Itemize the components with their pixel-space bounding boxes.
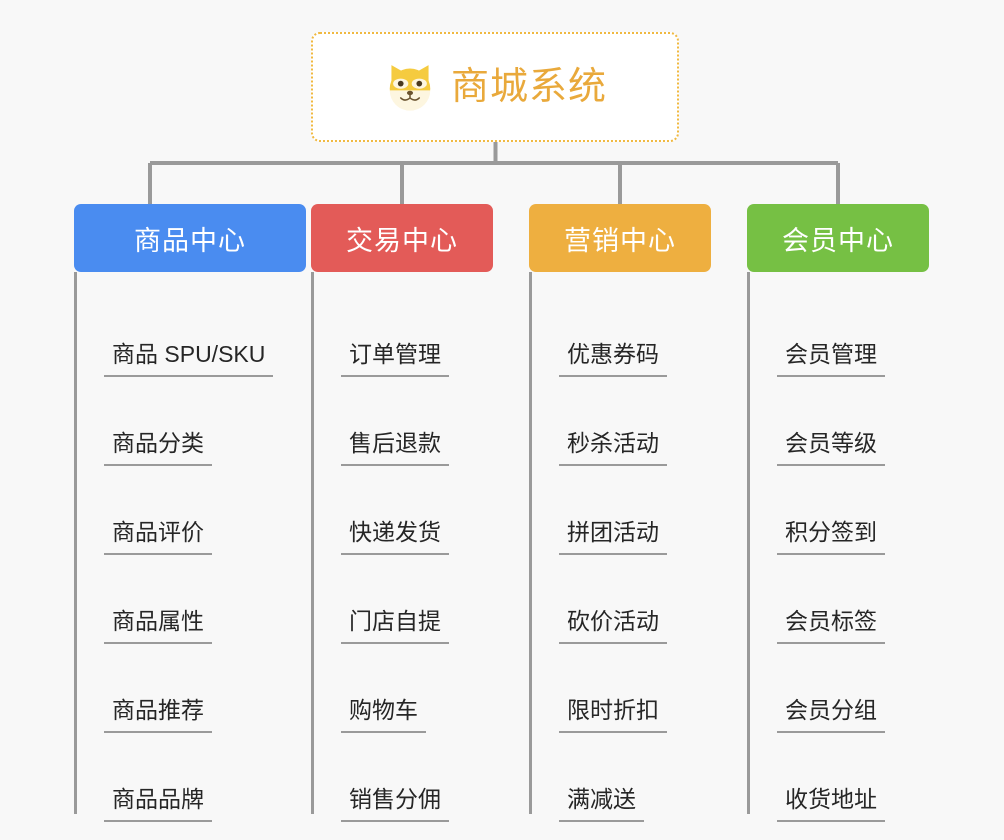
branch-spine-1 xyxy=(311,272,314,814)
leaf-item[interactable]: 满减送 xyxy=(529,733,711,822)
leaf-item[interactable]: 会员管理 xyxy=(747,288,929,377)
category-label-2: 营销中心 xyxy=(564,225,676,256)
leaf-item[interactable]: 售后退款 xyxy=(311,377,493,466)
leaf-label: 商品推荐 xyxy=(104,697,212,733)
leaf-item[interactable]: 购物车 xyxy=(311,644,493,733)
category-header-2[interactable]: 营销中心 xyxy=(529,204,711,272)
leaf-label: 积分签到 xyxy=(777,519,885,555)
leaf-label: 拼团活动 xyxy=(559,519,667,555)
leaf-label: 商品评价 xyxy=(104,519,212,555)
leaf-list-0: 商品 SPU/SKU 商品分类 商品评价 商品属性 商品推荐 商品品牌 xyxy=(74,272,306,822)
category-header-1[interactable]: 交易中心 xyxy=(311,204,493,272)
leaf-item[interactable]: 会员分组 xyxy=(747,644,929,733)
leaf-label: 售后退款 xyxy=(341,430,449,466)
leaf-label: 限时折扣 xyxy=(559,697,667,733)
leaf-item[interactable]: 会员等级 xyxy=(747,377,929,466)
leaf-item[interactable]: 商品推荐 xyxy=(74,644,306,733)
category-header-3[interactable]: 会员中心 xyxy=(747,204,929,272)
leaf-label: 会员管理 xyxy=(777,341,885,377)
branch-column-2: 营销中心 优惠券码 秒杀活动 拼团活动 砍价活动 限时折扣 满减送 xyxy=(529,204,711,822)
branch-spine-3 xyxy=(747,272,750,814)
leaf-item[interactable]: 订单管理 xyxy=(311,288,493,377)
leaf-item[interactable]: 商品分类 xyxy=(74,377,306,466)
leaf-item[interactable]: 砍价活动 xyxy=(529,555,711,644)
leaf-label: 商品分类 xyxy=(104,430,212,466)
leaf-label: 订单管理 xyxy=(341,341,449,377)
category-label-1: 交易中心 xyxy=(346,225,458,256)
branch-column-1: 交易中心 订单管理 售后退款 快递发货 门店自提 购物车 销售分佣 xyxy=(311,204,493,822)
leaf-item[interactable]: 拼团活动 xyxy=(529,466,711,555)
leaf-label: 会员等级 xyxy=(777,430,885,466)
leaf-label: 秒杀活动 xyxy=(559,430,667,466)
root-node[interactable]: 商城系统 xyxy=(311,32,679,142)
category-header-0[interactable]: 商品中心 xyxy=(74,204,306,272)
leaf-item[interactable]: 商品评价 xyxy=(74,466,306,555)
leaf-item[interactable]: 商品品牌 xyxy=(74,733,306,822)
leaf-label: 砍价活动 xyxy=(559,608,667,644)
leaf-item[interactable]: 秒杀活动 xyxy=(529,377,711,466)
leaf-label: 门店自提 xyxy=(341,608,449,644)
leaf-list-1: 订单管理 售后退款 快递发货 门店自提 购物车 销售分佣 xyxy=(311,272,493,822)
category-label-3: 会员中心 xyxy=(782,225,894,256)
leaf-item[interactable]: 门店自提 xyxy=(311,555,493,644)
leaf-list-2: 优惠券码 秒杀活动 拼团活动 砍价活动 限时折扣 满减送 xyxy=(529,272,711,822)
leaf-label: 商品品牌 xyxy=(104,786,212,822)
leaf-label: 销售分佣 xyxy=(341,786,449,822)
leaf-item[interactable]: 销售分佣 xyxy=(311,733,493,822)
leaf-label: 购物车 xyxy=(341,697,426,733)
leaf-label: 会员分组 xyxy=(777,697,885,733)
leaf-item[interactable]: 积分签到 xyxy=(747,466,929,555)
root-title: 商城系统 xyxy=(450,66,607,108)
leaf-item[interactable]: 优惠券码 xyxy=(529,288,711,377)
leaf-label: 满减送 xyxy=(559,786,644,822)
leaf-item[interactable]: 商品属性 xyxy=(74,555,306,644)
leaf-list-3: 会员管理 会员等级 积分签到 会员标签 会员分组 收货地址 xyxy=(747,272,929,822)
leaf-label: 快递发货 xyxy=(341,519,449,555)
leaf-item[interactable]: 会员标签 xyxy=(747,555,929,644)
branch-column-0: 商品中心 商品 SPU/SKU 商品分类 商品评价 商品属性 商品推荐 商品品牌 xyxy=(74,204,306,822)
leaf-label: 会员标签 xyxy=(777,608,885,644)
leaf-item[interactable]: 限时折扣 xyxy=(529,644,711,733)
leaf-label: 收货地址 xyxy=(777,786,885,822)
branch-spine-2 xyxy=(529,272,532,814)
leaf-item[interactable]: 快递发货 xyxy=(311,466,493,555)
leaf-item[interactable]: 商品 SPU/SKU xyxy=(74,288,306,377)
leaf-label: 商品 SPU/SKU xyxy=(104,341,274,377)
dog-face-icon xyxy=(389,65,431,111)
branch-spine-0 xyxy=(74,272,77,814)
leaf-label: 商品属性 xyxy=(104,608,212,644)
leaf-item[interactable]: 收货地址 xyxy=(747,733,929,822)
category-label-0: 商品中心 xyxy=(134,225,246,256)
branch-column-3: 会员中心 会员管理 会员等级 积分签到 会员标签 会员分组 收货地址 xyxy=(747,204,929,822)
leaf-label: 优惠券码 xyxy=(559,341,667,377)
